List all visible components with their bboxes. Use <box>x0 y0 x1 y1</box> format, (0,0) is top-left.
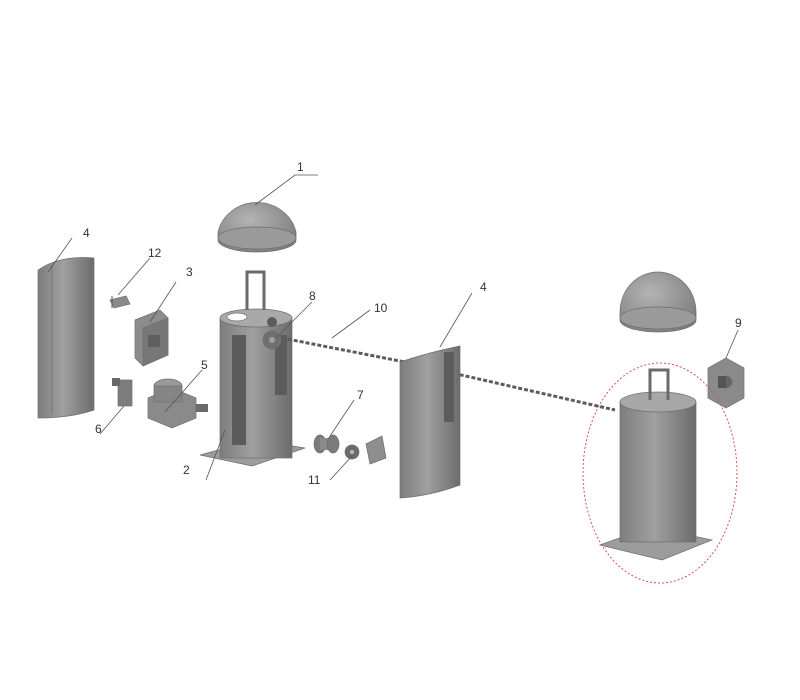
callout-5: 5 <box>201 358 208 372</box>
callout-2: 2 <box>183 463 190 477</box>
drive-sprocket <box>262 330 282 350</box>
half-shell-left <box>37 257 95 419</box>
callout-8: 8 <box>309 289 316 303</box>
main-housing <box>199 270 306 467</box>
chain <box>281 336 616 412</box>
callout-4-center: 4 <box>480 280 487 294</box>
gear-motor <box>147 378 208 429</box>
bollard-right <box>598 368 714 561</box>
callout-1: 1 <box>297 160 304 174</box>
callout-leaders <box>47 174 739 481</box>
control-box <box>134 309 169 367</box>
half-shell-center <box>399 345 461 499</box>
small-bracket <box>109 295 131 309</box>
callout-3: 3 <box>186 265 193 279</box>
callout-11: 11 <box>308 473 321 487</box>
callout-labels: 1 2 3 4 4 5 6 7 8 9 10 11 12 <box>83 160 742 487</box>
limit-switch <box>112 378 133 407</box>
callout-7: 7 <box>357 388 364 402</box>
angle-plate <box>365 435 387 465</box>
small-gear <box>344 444 360 460</box>
callout-9: 9 <box>735 316 742 330</box>
callout-12: 12 <box>148 246 162 260</box>
highlight-circle <box>582 362 738 584</box>
callout-6: 6 <box>95 422 102 436</box>
mounting-bracket <box>707 357 745 409</box>
spool-wheel <box>313 434 340 454</box>
dome-cap-left <box>217 202 297 253</box>
dome-cap-right <box>619 271 697 333</box>
callout-4-left: 4 <box>83 226 90 240</box>
callout-10: 10 <box>374 301 388 315</box>
